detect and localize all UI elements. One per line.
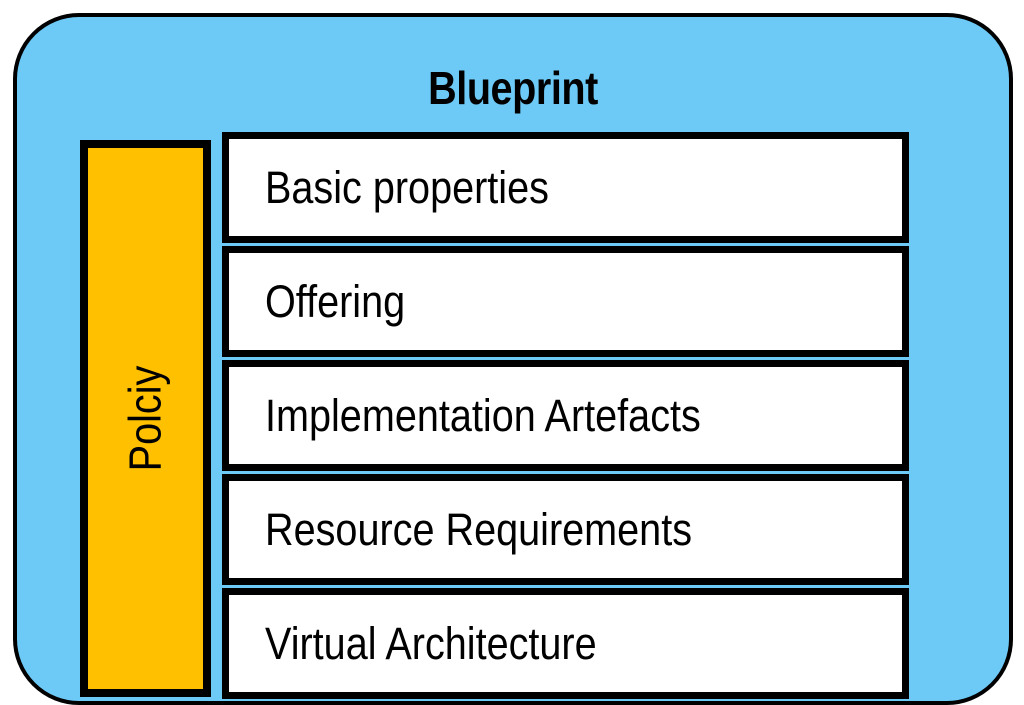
section-stack: Basic properties Offering Implementation…	[222, 132, 909, 699]
section-box-virtual-architecture: Virtual Architecture	[222, 588, 909, 699]
section-label: Resource Requirements	[265, 504, 693, 555]
page-title: Blueprint	[428, 62, 598, 114]
section-box-offering: Offering	[222, 246, 909, 357]
policy-bar: Polciy	[80, 140, 211, 697]
section-box-implementation-artefacts: Implementation Artefacts	[222, 360, 909, 471]
section-box-resource-requirements: Resource Requirements	[222, 474, 909, 585]
section-label: Offering	[265, 276, 406, 327]
section-label: Basic properties	[265, 162, 549, 213]
section-label: Implementation Artefacts	[265, 390, 701, 441]
policy-bar-label: Polciy	[120, 365, 172, 472]
section-label: Virtual Architecture	[265, 618, 597, 669]
section-box-basic-properties: Basic properties	[222, 132, 909, 243]
blueprint-container: Blueprint Polciy Basic properties Offeri…	[13, 13, 1013, 705]
